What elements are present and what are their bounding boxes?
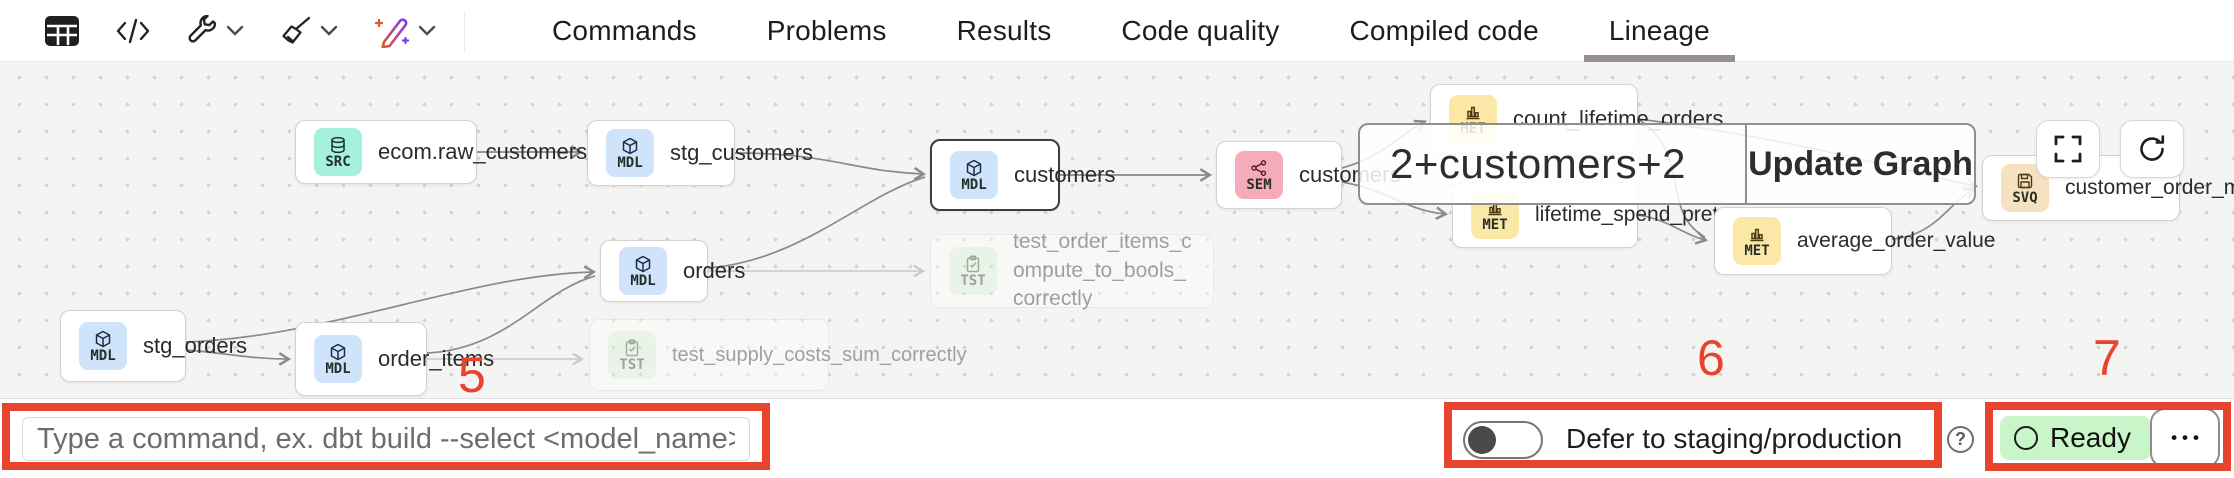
- panel-tabs: Commands Problems Results Code quality C…: [517, 0, 1745, 62]
- lineage-node-test-order-items[interactable]: TST test_order_items_compute_to_bools_co…: [930, 230, 1214, 310]
- status-ready-button[interactable]: Ready: [2000, 416, 2151, 460]
- test-badge: TST: [949, 247, 997, 295]
- code-view-button[interactable]: [98, 0, 168, 62]
- chevron-down-icon: [226, 25, 244, 36]
- command-bar: Defer to staging/production ? Ready •••: [0, 398, 2234, 478]
- node-label: stg_orders: [143, 333, 247, 358]
- chevron-down-icon: [320, 25, 338, 36]
- ai-assist-button[interactable]: [356, 0, 454, 62]
- table-icon: [45, 15, 79, 46]
- node-label: order_items: [378, 346, 495, 371]
- model-badge: MDL: [619, 247, 667, 295]
- refresh-icon: [2140, 135, 2165, 161]
- magic-pencil-icon: [374, 17, 410, 48]
- cube-icon: [95, 330, 111, 347]
- node-label: customers: [1014, 162, 1116, 187]
- lineage-node-stg-orders[interactable]: MDL stg_orders: [60, 310, 247, 382]
- node-label: ecom.raw_customers: [378, 139, 588, 164]
- toggle-knob: [1468, 426, 1496, 454]
- lineage-node-stg-customers[interactable]: MDL stg_customers: [587, 120, 813, 186]
- chevron-down-icon: [418, 25, 436, 36]
- test-badge: TST: [608, 331, 656, 379]
- node-label: average_order_value: [1797, 229, 1996, 252]
- update-graph-button[interactable]: Update Graph: [1745, 125, 1974, 203]
- tab-results[interactable]: Results: [956, 14, 1052, 46]
- share-nodes-icon: [1251, 159, 1267, 176]
- tab-code-quality[interactable]: Code quality: [1121, 14, 1280, 46]
- node-label: test_order_items_compute_to_bools_correc…: [1013, 230, 1192, 311]
- lineage-selector-bar: 2+customers+2 Update Graph: [1358, 123, 1976, 205]
- tab-lineage[interactable]: Lineage: [1574, 0, 1745, 62]
- lineage-node-order-items[interactable]: MDL order_items: [295, 322, 494, 396]
- help-icon[interactable]: ?: [1947, 426, 1974, 453]
- lineage-canvas[interactable]: SRC ecom.raw_customers MDL stg_customers…: [0, 62, 2234, 398]
- node-label: customer_order_metrics: [2065, 176, 2234, 199]
- clipboard-check-icon: [625, 338, 639, 356]
- ellipsis-icon: •••: [2171, 428, 2204, 447]
- tab-problems[interactable]: Problems: [766, 14, 887, 46]
- source-badge: SRC: [314, 128, 362, 176]
- metric-badge: MET: [1733, 217, 1781, 265]
- cube-icon: [966, 159, 982, 176]
- model-badge: MDL: [950, 151, 998, 199]
- model-badge: MDL: [314, 335, 362, 383]
- saved-query-badge: SVQ: [2001, 164, 2049, 212]
- selector-query-input[interactable]: 2+customers+2: [1390, 140, 1686, 187]
- node-label: orders: [683, 258, 746, 283]
- node-label: test_supply_costs_sum_correctly: [672, 343, 967, 366]
- model-badge: MDL: [606, 129, 654, 177]
- lint-fix-button[interactable]: [262, 0, 356, 62]
- node-label: stg_customers: [670, 140, 814, 165]
- cube-icon: [622, 137, 638, 154]
- node-label: lifetime_spend_pretax: [1535, 203, 1741, 226]
- fullscreen-icon: [2054, 135, 2082, 163]
- tab-commands[interactable]: Commands: [552, 14, 697, 46]
- defer-toggle-label: Defer to staging/production: [1566, 423, 1903, 454]
- lineage-node-test-supply-costs[interactable]: TST test_supply_costs_sum_correctly: [589, 319, 967, 391]
- bar-chart-icon: [1488, 202, 1502, 215]
- cube-icon: [635, 255, 651, 272]
- fullscreen-button[interactable]: [2036, 120, 2100, 178]
- build-tools-button[interactable]: [168, 0, 262, 62]
- bar-chart-icon: [1466, 106, 1480, 119]
- lineage-node-orders[interactable]: MDL orders: [600, 240, 745, 302]
- model-badge: MDL: [79, 322, 127, 370]
- more-options-button[interactable]: •••: [2150, 408, 2220, 468]
- semantic-model-badge: SEM: [1235, 151, 1283, 199]
- status-circle-icon: [2014, 426, 2038, 450]
- lineage-node-average-order-value[interactable]: MET average_order_value: [1714, 207, 1995, 275]
- lineage-node-ecom-raw-customers[interactable]: SRC ecom.raw_customers: [295, 120, 587, 184]
- status-label: Ready: [2050, 422, 2131, 453]
- defer-toggle[interactable]: [1463, 421, 1543, 459]
- toolbar-divider: [464, 10, 465, 51]
- refresh-button[interactable]: [2120, 120, 2184, 178]
- table-preview-button[interactable]: [26, 0, 98, 62]
- broom-icon: [282, 16, 311, 44]
- clipboard-check-icon: [966, 254, 980, 272]
- floppy-disk-icon: [2017, 173, 2033, 188]
- command-input[interactable]: [22, 417, 750, 461]
- cube-icon: [330, 343, 346, 360]
- top-toolbar: Commands Problems Results Code quality C…: [0, 0, 2234, 62]
- tab-compiled-code[interactable]: Compiled code: [1349, 14, 1539, 46]
- wrench-icon: [188, 14, 217, 43]
- editor-icon-toolbar: [0, 0, 471, 62]
- lineage-node-customers-semantic[interactable]: SEM customers: [1216, 141, 1400, 209]
- code-icon: [116, 18, 150, 43]
- bar-chart-icon: [1750, 228, 1764, 241]
- database-icon: [331, 136, 345, 153]
- lineage-node-customers-model[interactable]: MDL customers: [930, 139, 1115, 211]
